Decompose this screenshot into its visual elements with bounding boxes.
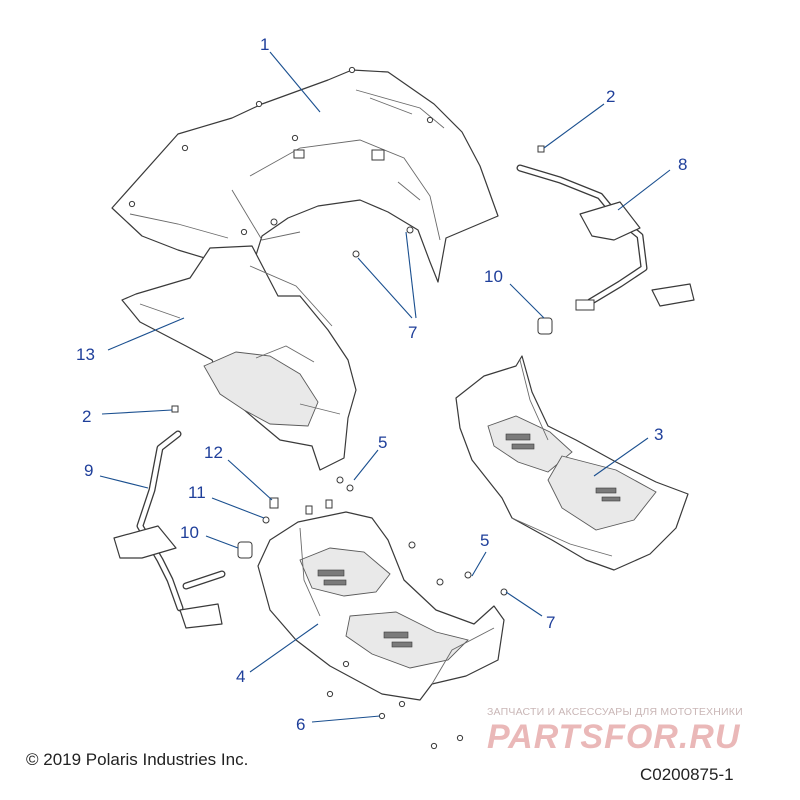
callout-10-right: 10: [484, 267, 503, 286]
callout-3: 3: [654, 425, 663, 444]
part-8-right-footrest-bracket: [516, 164, 695, 311]
callout-11: 11: [188, 483, 206, 502]
callout-1: 1: [260, 35, 269, 54]
leader-lines: [99, 51, 671, 723]
watermark-brand-logo: PARTSFOR.RU: [487, 718, 741, 756]
screw-11: [262, 516, 270, 524]
callout-5-upper: 5: [378, 433, 387, 452]
bushing-10-right: [537, 317, 553, 335]
callout-2-left: 2: [82, 407, 91, 426]
callout-8: 8: [678, 155, 687, 174]
hardware-items: [171, 145, 553, 750]
part-3-right-footwell: [455, 355, 689, 571]
callout-7-lower: 7: [546, 613, 555, 632]
clip-12: [269, 497, 279, 509]
watermark-tagline: ЗАПЧАСТИ И АКСЕССУАРЫ ДЛЯ МОТОТЕХНИКИ: [487, 706, 743, 718]
callout-5-lower: 5: [480, 531, 489, 550]
callout-4: 4: [236, 667, 245, 686]
callout-7-upper: 7: [408, 323, 417, 342]
part-9-left-footrest-bracket: [113, 430, 226, 629]
copyright-text: © 2019 Polaris Industries Inc.: [26, 750, 249, 769]
callout-13: 13: [76, 345, 95, 364]
callout-12: 12: [204, 443, 223, 462]
part-1-rear-fender: [111, 66, 499, 291]
part-4-left-footwell: [257, 499, 505, 701]
drawing-id: C0200875-1: [640, 765, 734, 784]
callout-10-left: 10: [180, 523, 199, 542]
pin-2-right: [537, 145, 545, 153]
callout-numbers: 1 2 8 10 7 13 2 3 5 12 9 11 10 5 7 4 6: [76, 35, 687, 734]
pin-2-left: [171, 405, 179, 413]
bushing-10-left: [237, 541, 253, 559]
callout-6: 6: [296, 715, 305, 734]
callout-9: 9: [84, 461, 93, 480]
part-13-side-panel: [121, 245, 357, 471]
callout-2-right: 2: [606, 87, 615, 106]
